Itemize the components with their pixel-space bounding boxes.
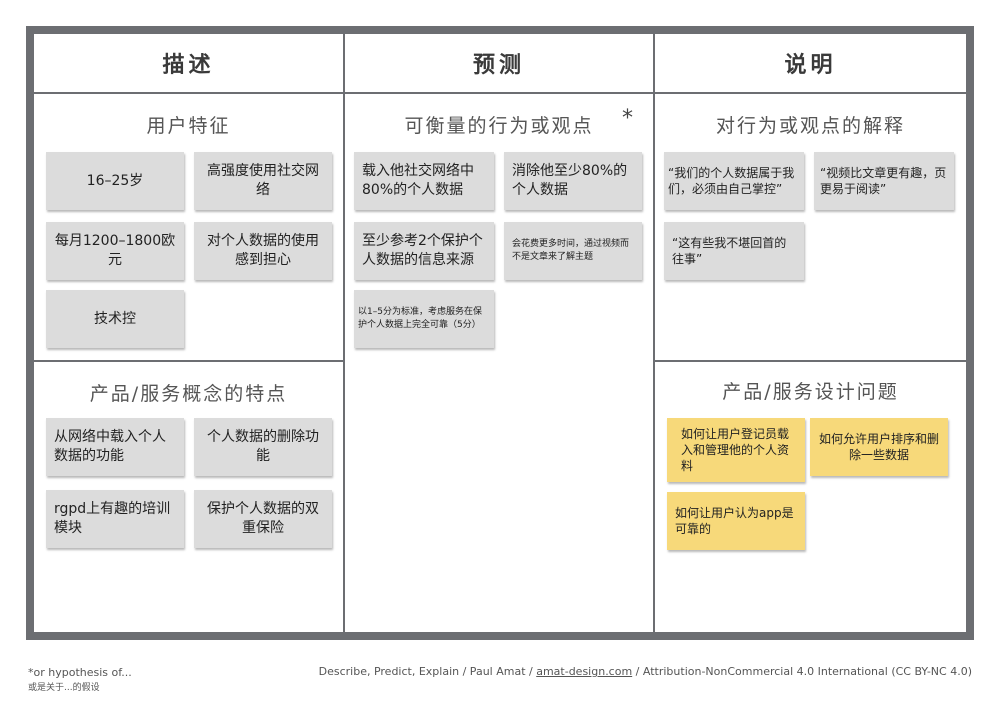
sticky-note[interactable]: rgpd上有趣的培训模块 bbox=[46, 490, 184, 548]
describe-section-divider bbox=[34, 360, 343, 362]
sticky-note[interactable]: 以1–5分为标准，考虑服务在保护个人数据上完全可靠（5分） bbox=[354, 290, 494, 348]
explain-header: 说明 bbox=[784, 53, 837, 78]
sticky-note[interactable]: 高强度使用社交网络 bbox=[194, 152, 332, 210]
concept-features-title: 产品/服务概念的特点 bbox=[89, 382, 288, 405]
explanation-title: 对行为或观点的解释 bbox=[715, 114, 905, 137]
sticky-note[interactable]: “我们的个人数据属于我们，必须由自己掌控” bbox=[664, 152, 804, 210]
sticky-note[interactable]: 至少参考2个保护个人数据的信息来源 bbox=[354, 222, 494, 280]
describe-header: 描述 bbox=[162, 53, 215, 78]
user-traits-title: 用户特征 bbox=[146, 114, 231, 137]
canvas-inner: 描述 预测 说明 用户特征 16–25岁 高强度使用社交网络 每月1200–18… bbox=[34, 34, 966, 632]
sticky-note-yellow[interactable]: 如何让用户登记员载入和管理他的个人资料 bbox=[667, 418, 805, 482]
sticky-note[interactable]: 每月1200–1800欧元 bbox=[46, 222, 184, 280]
sticky-note[interactable]: 技术控 bbox=[46, 290, 184, 348]
credit-link[interactable]: amat-design.com bbox=[536, 665, 633, 678]
footer-credit: Describe, Predict, Explain / Paul Amat /… bbox=[319, 665, 972, 678]
column-divider bbox=[343, 34, 345, 632]
sticky-note[interactable]: “这有些我不堪回首的往事” bbox=[664, 222, 804, 280]
sticky-note-yellow[interactable]: 如何让用户认为app是可靠的 bbox=[667, 492, 805, 550]
explain-section-divider bbox=[655, 360, 966, 362]
sticky-note[interactable]: 16–25岁 bbox=[46, 152, 184, 210]
sticky-note[interactable]: 会花费更多时间，通过视频而不是文章来了解主题 bbox=[504, 222, 642, 280]
sticky-note[interactable]: 保护个人数据的双重保险 bbox=[194, 490, 332, 548]
sticky-note[interactable]: “视频比文章更有趣，页更易于阅读” bbox=[814, 152, 954, 210]
sticky-note-yellow[interactable]: 如何允许用户排序和删除一些数据 bbox=[810, 418, 948, 476]
sticky-note[interactable]: 消除他至少80%的个人数据 bbox=[504, 152, 642, 210]
measurable-behavior-title: 可衡量的行为或观点 bbox=[404, 114, 594, 137]
design-questions-title: 产品/服务设计问题 bbox=[722, 380, 899, 403]
sticky-note[interactable]: 个人数据的删除功能 bbox=[194, 418, 332, 476]
credit-prefix: Describe, Predict, Explain / Paul Amat / bbox=[318, 665, 537, 678]
predict-header: 预测 bbox=[472, 53, 525, 78]
footer-hypothesis-note-cn: 或是关于...的假设 bbox=[28, 682, 100, 693]
sticky-note[interactable]: 从网络中载入个人数据的功能 bbox=[46, 418, 184, 476]
sticky-note[interactable]: 载入他社交网络中80%的个人数据 bbox=[354, 152, 494, 210]
sticky-note[interactable]: 对个人数据的使用感到担心 bbox=[194, 222, 332, 280]
canvas-board: 描述 预测 说明 用户特征 16–25岁 高强度使用社交网络 每月1200–18… bbox=[26, 26, 974, 640]
column-divider bbox=[653, 34, 655, 632]
credit-suffix: / Attribution-NonCommercial 4.0 Internat… bbox=[632, 665, 972, 678]
hypothesis-asterisk: * bbox=[622, 106, 633, 131]
header-divider bbox=[34, 92, 966, 94]
footer-note: *or hypothesis of... 或是关于...的假设 bbox=[28, 665, 132, 695]
footer-hypothesis-note: *or hypothesis of... bbox=[28, 666, 132, 679]
